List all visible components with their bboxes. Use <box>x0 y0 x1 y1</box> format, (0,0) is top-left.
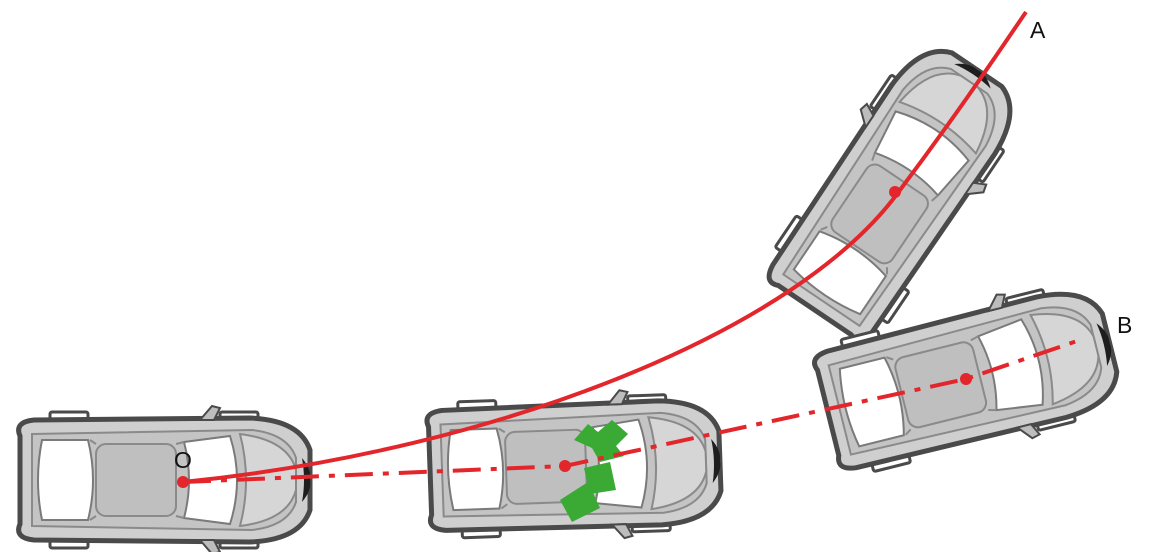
label-origin: O <box>174 447 192 473</box>
middle-point <box>559 460 571 472</box>
car-start <box>19 406 311 552</box>
path-to-a <box>182 10 1028 484</box>
origin-point <box>177 476 189 488</box>
path-to-b <box>182 338 1081 484</box>
steering-arrow-icon <box>560 420 628 522</box>
car-b-center-point <box>960 373 972 385</box>
label-end-a: A <box>1030 17 1046 43</box>
label-end-b: B <box>1117 312 1132 338</box>
car-a-center-point <box>889 186 901 198</box>
